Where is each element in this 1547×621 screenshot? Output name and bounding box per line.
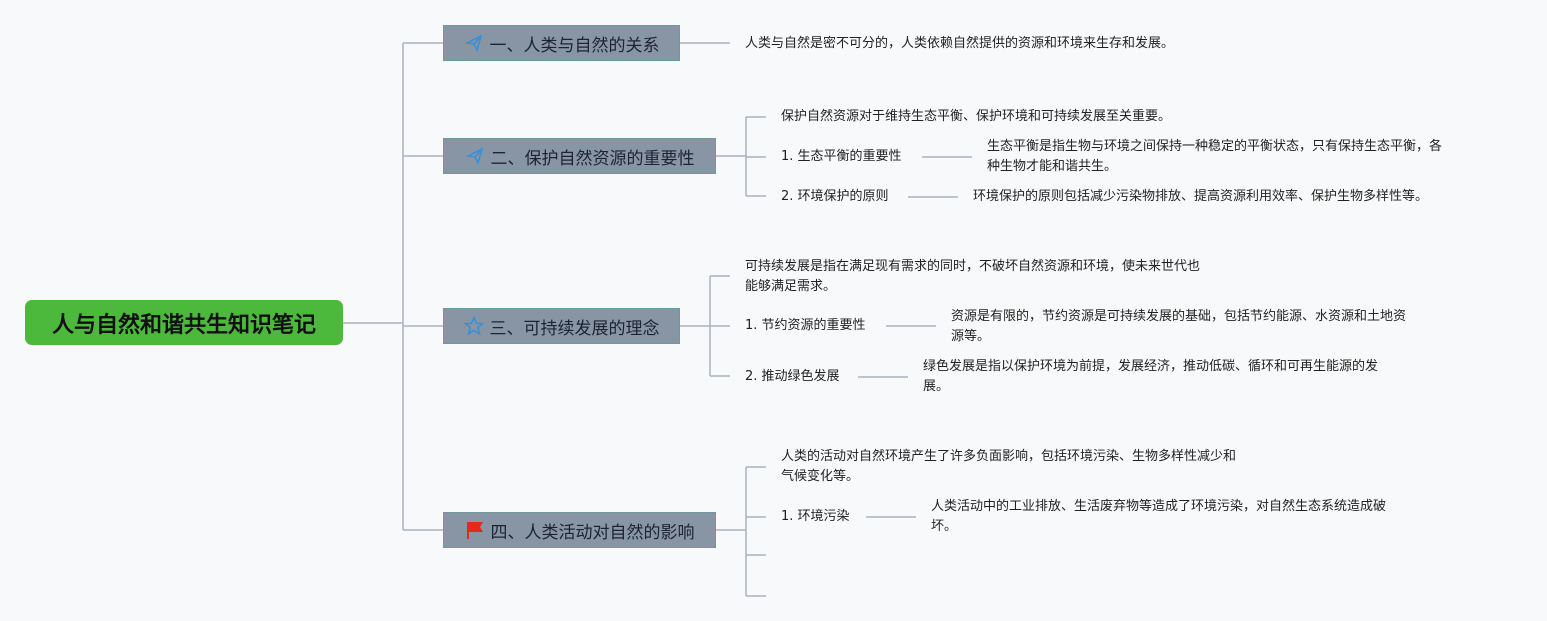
subtopic-desc: 资源是有限的，节约资源是可持续发展的基础，包括节约能源、水资源和土地资 bbox=[951, 309, 1407, 324]
star-icon bbox=[463, 316, 484, 336]
subtopic-desc: 人类活动中的工业排放、生活废弃物等造成了环境污染，对自然生态系统造成破 bbox=[931, 499, 1387, 514]
branch-title: 二、保护自然资源的重要性 bbox=[490, 148, 695, 169]
note: 人类与自然是密不可分的，人类依赖自然提供的资源和环境来生存和发展。 bbox=[745, 36, 1175, 51]
subtopic-desc: 绿色发展是指以保护环境为前提，发展经济，推动低碳、循环和可再生能源的发 bbox=[923, 359, 1379, 374]
note: 保护自然资源对于维持生态平衡、保护环境和可持续发展至关重要。 bbox=[781, 109, 1172, 124]
branch-3[interactable]: 三、可持续发展的理念 bbox=[443, 308, 680, 344]
paper-plane-icon bbox=[465, 146, 485, 166]
subtopic-desc: 生态平衡是指生物与环境之间保持一种稳定的平衡状态，只有保持生态平衡，各 bbox=[987, 139, 1443, 154]
note: 能够满足需求。 bbox=[745, 279, 837, 294]
branch-1[interactable]: 一、人类与自然的关系 bbox=[443, 25, 680, 61]
subtopic-desc: 种生物才能和谐共生。 bbox=[987, 159, 1118, 174]
red-flag-icon bbox=[465, 520, 485, 540]
branch-title: 三、可持续发展的理念 bbox=[489, 318, 660, 339]
root-title: 人与自然和谐共生知识笔记 bbox=[51, 312, 316, 338]
subtopic-desc: 环境保护的原则包括减少污染物排放、提高资源利用效率、保护生物多样性等。 bbox=[973, 189, 1429, 204]
note: 人类的活动对自然环境产生了许多负面影响，包括环境污染、生物多样性减少和 bbox=[781, 449, 1237, 464]
note: 可持续发展是指在满足现有需求的同时，不破坏自然资源和环境，使未来世代也 bbox=[745, 259, 1201, 274]
root-topic[interactable]: 人与自然和谐共生知识笔记 bbox=[25, 300, 343, 345]
branch-4[interactable]: 四、人类活动对自然的影响 bbox=[443, 512, 716, 548]
branch-title: 四、人类活动对自然的影响 bbox=[490, 522, 695, 543]
branch-title: 一、人类与自然的关系 bbox=[489, 35, 660, 56]
subtopic-desc: 坏。 bbox=[931, 519, 958, 534]
note: 气候变化等。 bbox=[781, 469, 860, 484]
branch-2[interactable]: 二、保护自然资源的重要性 bbox=[443, 138, 716, 174]
subtopic-label[interactable]: 1. 节约资源的重要性 bbox=[745, 318, 866, 333]
subtopic-desc: 源等。 bbox=[951, 329, 991, 344]
subtopic-label[interactable]: 2. 环境保护的原则 bbox=[781, 189, 889, 204]
subtopic-label[interactable]: 2. 推动绿色发展 bbox=[745, 369, 840, 384]
subtopic-label[interactable]: 1. 环境污染 bbox=[781, 509, 850, 524]
paper-plane-icon bbox=[464, 33, 484, 53]
subtopic-desc: 展。 bbox=[923, 379, 950, 394]
subtopic-label[interactable]: 1. 生态平衡的重要性 bbox=[781, 149, 902, 164]
